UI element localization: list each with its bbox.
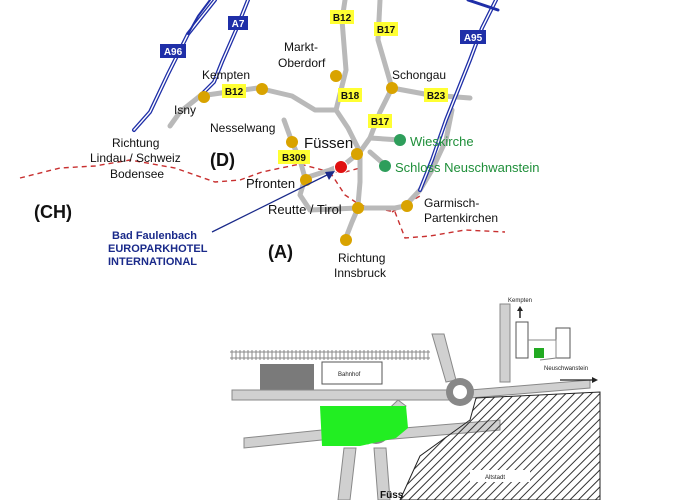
country-border [19,159,506,239]
arrow-neuschwanstein-head [592,377,598,383]
label-markt-oberdorf-1: Markt- [284,40,318,54]
label-reutte: Reutte / Tirol [268,202,342,217]
label-pfronten: Pfronten [246,176,295,191]
label-markt-oberdorf-2: Oberdorf [278,56,326,70]
label-fuessen: Füssen [304,135,353,152]
svg-text:B12: B12 [333,13,352,24]
label-lindau-3: Bodensee [110,167,164,181]
railway [230,350,430,360]
town-dot-markt-oberdorf [330,70,342,82]
road-label-b12-north: B12 [330,10,354,24]
highway-shield-a96: A96 [160,44,186,58]
svg-text:B23: B23 [427,91,446,102]
park-area [320,406,408,446]
building-small-2 [555,327,571,359]
svg-text:B18: B18 [341,91,360,102]
road-label-b17-south: B17 [368,114,392,128]
country-label-austria: (A) [268,242,293,262]
road-label-b23: B23 [424,88,448,102]
hotel-dot[interactable] [334,160,348,174]
label-wieskirche: Wieskirche [410,134,474,149]
hotel-arrow [211,171,334,233]
label-innsbruck-2: Innsbruck [334,266,387,280]
road-to-neuschwanstein [528,339,557,361]
label-kempten-detail: Kempten [508,298,532,304]
town-dot-isny [198,91,210,103]
label-fuessen-detail: Füss [380,490,404,500]
svg-text:A96: A96 [164,47,183,58]
highway-shield-a95: A95 [460,30,486,44]
town-dot-garmisch [401,200,413,212]
label-neuschwanstein: Schloss Neuschwanstein [395,160,540,175]
hotel-label-line1: Bad Faulenbach [112,230,197,242]
label-lindau-2: Lindau / Schweiz [90,151,181,165]
hotel-arrow-head [325,171,335,180]
label-garmisch-1: Garmisch- [424,196,479,210]
hotel-label-line3: INTERNATIONAL [108,256,197,268]
label-kempten: Kempten [202,68,250,82]
road-label-b309: B309 [278,150,310,164]
label-altstadt: Altstadt [485,475,505,481]
town-dots [198,70,413,246]
svg-text:A7: A7 [232,19,245,30]
label-innsbruck-1: Richtung [338,251,385,265]
town-dot-innsbruck [340,234,352,246]
road-label-b12-west: B12 [222,84,246,98]
label-bahnhof: Bahnhof [338,372,361,378]
label-nesselwang: Nesselwang [210,121,275,135]
town-dot-pfronten [300,174,312,186]
town-dot-schongau [386,82,398,94]
label-lindau-1: Richtung [112,136,159,150]
overview-map: A96 A7 A95 B12 B17 B12 B18 B17 [19,0,540,280]
highways [132,0,500,192]
svg-text:A95: A95 [464,33,483,44]
svg-text:B12: B12 [225,87,244,98]
svg-text:B309: B309 [282,153,306,164]
town-dot-fuessen [351,148,363,160]
svg-text:B17: B17 [377,25,396,36]
detail-roads [231,303,591,500]
hotel-marker[interactable] [534,348,544,358]
arrow-kempten-head [517,306,523,311]
label-neuschwanstein-detail: Neuschwanstein [544,366,588,372]
sight-dot-neuschwanstein [379,160,391,172]
town-dot-reutte [352,202,364,214]
highway-shield-a7: A7 [228,16,248,30]
sight-dot-wieskirche [394,134,406,146]
town-dot-kempten [256,83,268,95]
label-schongau: Schongau [392,68,446,82]
country-label-switzerland: (CH) [34,202,72,222]
dark-building [260,364,314,392]
svg-text:B17: B17 [371,117,390,128]
hotel-label-line2: EUROPARKHOTEL [108,243,208,255]
road-label-b18: B18 [338,88,362,102]
road-label-b17-north: B17 [374,22,398,36]
building-small-1 [515,321,529,359]
old-town-area [399,391,601,500]
country-label-germany: (D) [210,150,235,170]
detail-map: Bahnhof Altstadt [230,298,601,500]
label-garmisch-2: Partenkirchen [424,211,498,225]
label-isny: Isny [174,103,196,117]
town-dot-nesselwang [286,136,298,148]
station-building [321,361,383,385]
